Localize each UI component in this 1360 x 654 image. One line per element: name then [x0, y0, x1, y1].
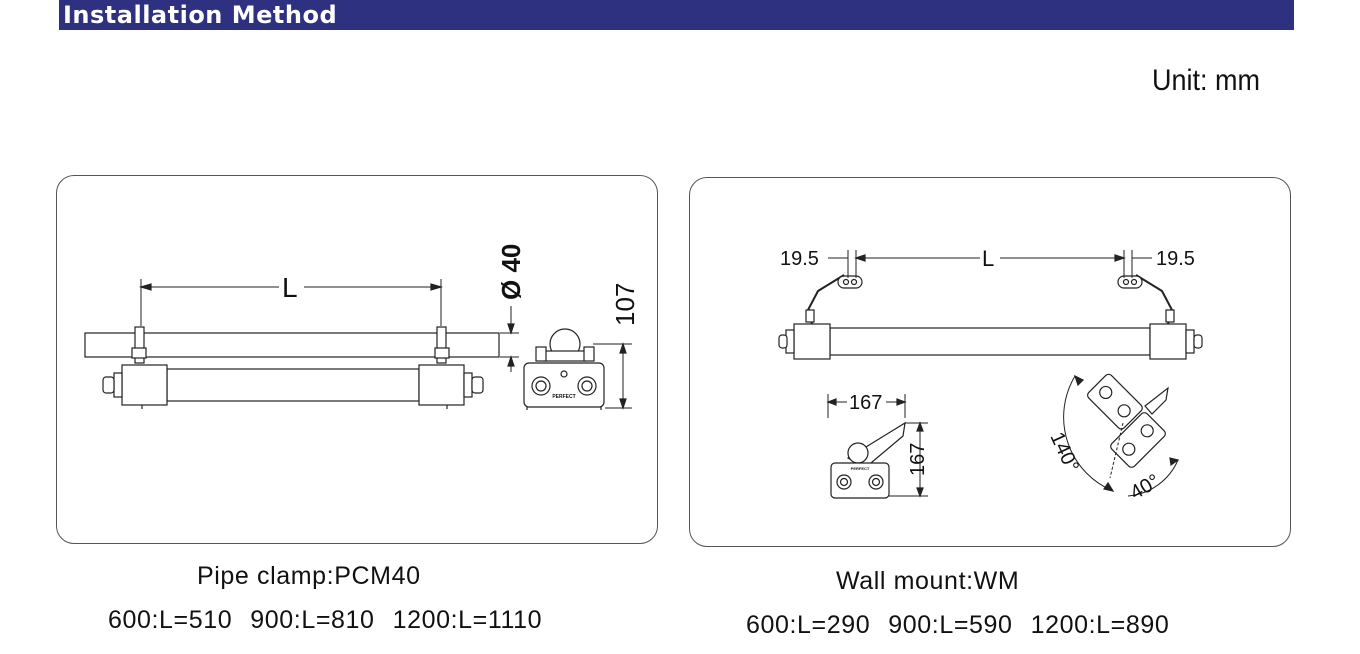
rotation-angle-dim: 140°	[1045, 429, 1082, 476]
size-600: 600:L=510	[108, 606, 233, 634]
pipe-clamp-height-dim: 107	[610, 283, 640, 326]
pipe-clamp-sizes: 600:L=510 900:L=810 1200:L=1110	[108, 606, 542, 635]
left-offset-dim: 19.5	[780, 248, 819, 270]
right-offset-dim: 19.5	[1156, 248, 1195, 270]
wall-mount-length-dim: L	[982, 246, 994, 271]
size-900: 900:L=810	[250, 606, 375, 634]
fixture-end-view	[523, 362, 605, 408]
brand-mark: PERFECT	[552, 394, 575, 400]
unit-label: Unit: mm	[1152, 64, 1260, 97]
right-end-cap	[418, 364, 465, 406]
section-title: Installation Method	[63, 1, 338, 29]
luminaire-tube	[166, 368, 420, 402]
pipe-diameter-dim: Ø 40	[496, 244, 526, 300]
pipe-clamp-drawing-panel: L Ø 40 107 PERFECT	[56, 175, 658, 544]
pipe-clamp-caption: Pipe clamp:PCM40	[197, 562, 421, 590]
size-1200: 1200:L=1110	[392, 606, 543, 634]
mount-height-dim: 167	[907, 443, 929, 476]
brand-mark-wall: PERFECT	[851, 466, 870, 471]
left-end-cap	[121, 364, 168, 406]
size-600: 600:L=290	[746, 611, 871, 639]
pipe-clamp-length-dim: L	[282, 272, 298, 303]
wall-mount-drawing-panel: 19.5 19.5 L 167 167 140° 40° PERFECT	[689, 177, 1291, 547]
size-900: 900:L=590	[888, 611, 1013, 639]
section-header-bar: Installation Method	[59, 0, 1294, 30]
wall-mount-sizes: 600:L=290 900:L=590 1200:L=890	[746, 611, 1169, 640]
mount-width-dim: 167	[849, 392, 882, 414]
pipe-outline	[84, 332, 500, 358]
wall-mount-drawing: 19.5 19.5 L 167 167 140° 40° PERFECT	[778, 246, 1203, 504]
wall-luminaire-tube	[829, 327, 1151, 356]
tilt-angle-dim: 40°	[1127, 470, 1164, 504]
size-1200: 1200:L=890	[1030, 611, 1170, 639]
wall-mount-caption: Wall mount:WM	[836, 567, 1020, 595]
pipe-clamp-drawing: L Ø 40 107 PERFECT	[84, 244, 640, 410]
